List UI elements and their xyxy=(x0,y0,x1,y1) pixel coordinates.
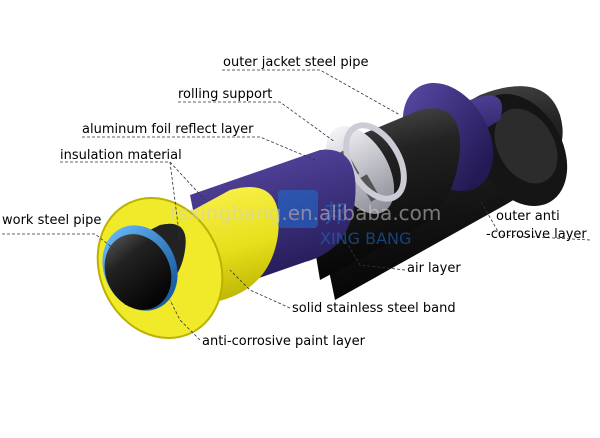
label-steel-band: solid stainless steel band xyxy=(292,301,456,316)
label-rolling-support: rolling support xyxy=(178,87,272,102)
label-insulation: insulation material xyxy=(60,148,182,163)
label-outer-anti-1: outer anti xyxy=(496,209,560,224)
label-work-pipe: work steel pipe xyxy=(2,213,101,228)
label-outer-jacket: outer jacket steel pipe xyxy=(223,55,369,70)
label-outer-anti-2: -corrosive layer xyxy=(486,227,587,242)
label-air-layer: air layer xyxy=(407,261,461,276)
watermark-logo-cn: 邦 xyxy=(324,200,348,228)
leader-lines xyxy=(2,69,591,341)
label-aluminum-foil: aluminum foil reflect layer xyxy=(82,122,254,137)
watermark: 邦 XING BANG tsxingbang.en.alibaba.com xyxy=(170,190,441,248)
label-paint-layer: anti-corrosive paint layer xyxy=(202,334,366,349)
watermark-logo-text: XING BANG xyxy=(320,229,411,248)
work-steel-pipe xyxy=(102,223,186,311)
watermark-url: tsxingbang.en.alibaba.com xyxy=(170,201,441,225)
